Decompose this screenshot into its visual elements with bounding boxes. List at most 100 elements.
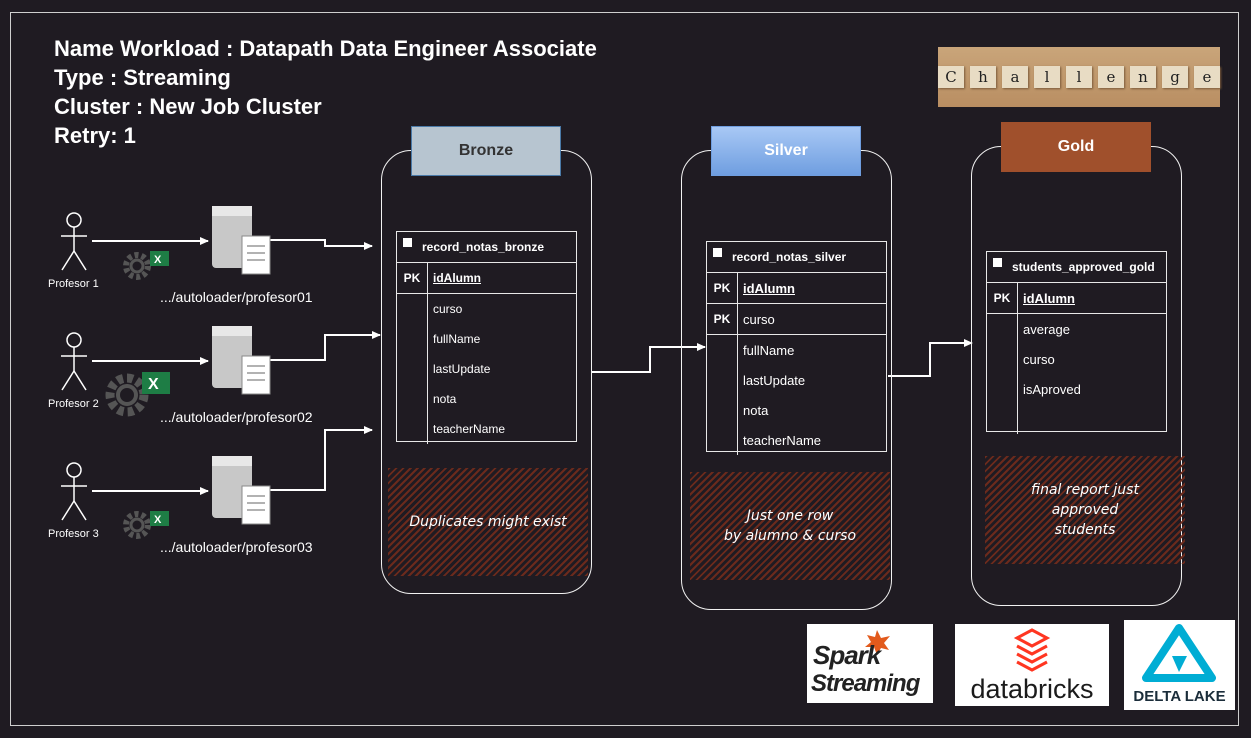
gear-icon-1	[123, 252, 151, 280]
table-header: record_notas_bronze	[397, 232, 576, 263]
excel-icon-1: X	[150, 251, 169, 266]
table-row: isAproved	[987, 374, 1166, 404]
field-name: teacherName	[433, 422, 506, 436]
table-row: PK curso	[707, 303, 886, 335]
arrow-server2-bronze	[270, 331, 381, 361]
pk-label: PK	[993, 291, 1011, 305]
table-row: fullName	[707, 335, 886, 365]
field-name: fullName	[743, 342, 795, 358]
actor-label-1: Profesor 1	[48, 278, 99, 290]
table-header: record_notas_silver	[707, 242, 886, 273]
collapse-icon	[713, 247, 722, 257]
server-icon-1	[212, 206, 271, 275]
excel-icon-3: X	[150, 511, 169, 526]
arrow-server1-bronze	[270, 239, 373, 250]
challenge-tile: l	[1034, 66, 1060, 88]
server-icon-3	[212, 456, 271, 525]
challenge-tile: l	[1066, 66, 1092, 88]
workload-name: Name Workload : Datapath Data Engineer A…	[54, 36, 597, 61]
arrow-silver-gold	[888, 339, 973, 377]
streaming-logo-text: Streaming	[811, 670, 920, 697]
pk-label: PK	[403, 271, 421, 285]
challenge-tile: e	[1194, 66, 1220, 88]
excel-icon-2: X	[142, 372, 170, 394]
spark-streaming-logo: Spark Streaming	[807, 624, 933, 703]
silver-note-line2: by alumno & curso	[723, 528, 857, 544]
gold-tab: Gold	[1001, 122, 1151, 172]
workload-header: Name Workload : Datapath Data Engineer A…	[54, 34, 597, 150]
table-row: lastUpdate	[707, 365, 886, 395]
table-row: PK idAlumn	[987, 283, 1166, 314]
field-name: curso	[433, 302, 463, 316]
table-row: PK idAlumn	[707, 273, 886, 303]
challenge-tile: e	[1098, 66, 1124, 88]
workload-cluster: Cluster : New Job Cluster	[54, 94, 322, 119]
diagram-frame	[10, 12, 1239, 726]
workload-retry: Retry: 1	[54, 123, 136, 148]
gold-table: students_approved_gold PK idAlumn averag…	[986, 251, 1167, 434]
svg-text:X: X	[148, 376, 159, 393]
pk-field: idAlumn	[1023, 290, 1075, 306]
challenge-tile: C	[938, 66, 964, 88]
table-name: record_notas_silver	[732, 250, 847, 264]
challenge-tile: a	[1002, 66, 1028, 88]
bronze-table: record_notas_bronze PK idAlumn curso ful…	[396, 231, 577, 444]
field-name: lastUpdate	[433, 362, 491, 376]
actor-label-2: Profesor 2	[48, 398, 99, 410]
databricks-icon	[1013, 628, 1051, 672]
svg-text:X: X	[154, 514, 162, 526]
silver-note: Just one row by alumno & curso	[690, 472, 890, 580]
source-path-2: .../autoloader/profesor02	[160, 409, 313, 425]
field-name: average	[1023, 321, 1070, 337]
spark-logo-text: Spark	[813, 640, 881, 670]
table-row: teacherName	[397, 414, 576, 444]
workload-type: Type : Streaming	[54, 65, 231, 90]
pk-label: PK	[713, 312, 731, 326]
gear-icon-3	[123, 511, 151, 539]
source-path-1: .../autoloader/profesor01	[160, 289, 313, 305]
databricks-logo: databricks	[955, 624, 1109, 706]
table-row: nota	[397, 384, 576, 414]
pk-field: idAlumn	[743, 280, 795, 296]
bronze-note-text: Duplicates might exist	[409, 514, 567, 530]
table-row: curso	[397, 294, 576, 324]
databricks-logo-text: databricks	[970, 674, 1094, 704]
collapse-icon	[403, 237, 412, 247]
field-name: teacherName	[743, 432, 822, 448]
field-name: nota	[743, 402, 769, 418]
delta-icon	[1142, 624, 1216, 682]
field-name: curso	[1023, 351, 1055, 367]
pk-field: curso	[743, 311, 775, 327]
delta-logo-text: DELTA LAKE	[1133, 688, 1226, 705]
table-row: nota	[707, 395, 886, 425]
table-row: lastUpdate	[397, 354, 576, 384]
collapse-icon	[993, 257, 1002, 267]
gold-note: final report just approved students	[985, 456, 1185, 564]
gold-note-line1: final report just	[1031, 482, 1139, 498]
bronze-note: Duplicates might exist	[388, 468, 588, 576]
spark-star-icon	[865, 630, 890, 655]
pk-label: PK	[713, 281, 731, 295]
table-row: average	[987, 314, 1166, 344]
challenge-tile: g	[1162, 66, 1188, 88]
table-header: students_approved_gold	[987, 252, 1166, 283]
table-row: teacherName	[707, 425, 886, 455]
table-row	[987, 404, 1166, 434]
actor-icon-2	[61, 332, 87, 391]
gear-icon-2	[105, 373, 149, 417]
pk-field: idAlumn	[433, 271, 481, 285]
table-name: record_notas_bronze	[422, 240, 545, 254]
challenge-tile: n	[1130, 66, 1156, 88]
server-icon-2	[212, 326, 271, 395]
actor-icon-1	[61, 212, 87, 271]
table-row: fullName	[397, 324, 576, 354]
arrow-bronze-silver	[592, 343, 706, 373]
field-name: fullName	[433, 332, 481, 346]
source-path-3: .../autoloader/profesor03	[160, 539, 313, 555]
svg-text:X: X	[154, 254, 162, 266]
gold-note-line2: approved	[1051, 502, 1119, 518]
bronze-tab: Bronze	[411, 126, 561, 176]
actor-icon-3	[61, 462, 87, 521]
field-name: lastUpdate	[743, 372, 806, 388]
